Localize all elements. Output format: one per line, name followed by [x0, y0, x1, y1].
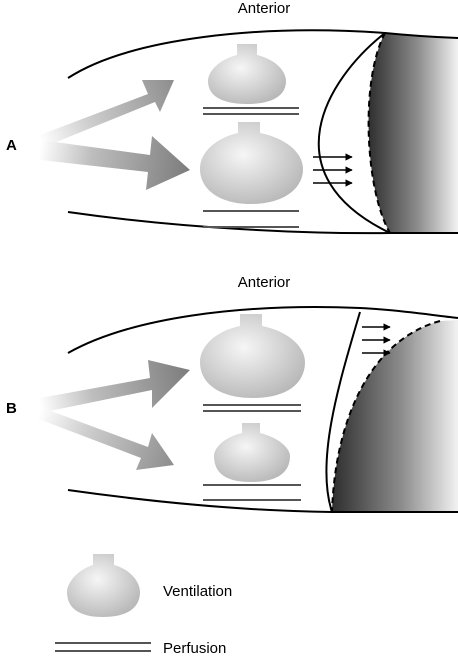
panel-b-small-alveolus-icon — [214, 423, 290, 482]
panel-a: Anterior A — [6, 0, 458, 235]
panel-a-perfusion-upper — [203, 107, 299, 115]
panel-b-title: Anterior — [238, 274, 291, 291]
panel-a-small-alveolus-icon — [208, 44, 286, 104]
panel-b-perfusion-lower — [203, 484, 301, 501]
panel-a-motion-arrows — [313, 153, 353, 187]
panel-b-diaphragm — [332, 320, 458, 512]
legend-ventilation-icon — [67, 554, 140, 617]
panel-a-lower-flow-arrow — [40, 136, 190, 190]
panel-a-upper-flow-arrow — [40, 80, 174, 147]
panel-b-lower-flow-arrow — [36, 407, 174, 470]
panel-b-diaphragm-solid-curve — [325, 311, 361, 513]
panel-b-chest-top-outline — [67, 306, 458, 354]
legend-ventilation-label: Ventilation — [163, 583, 232, 600]
panel-b-perfusion-upper — [203, 404, 301, 412]
panel-b-large-alveolus-icon — [200, 314, 305, 398]
panel-b: Anterior B — [6, 274, 458, 513]
legend-perfusion-icon — [55, 642, 151, 652]
panel-a-chest-bottom-outline — [67, 211, 458, 235]
panel-a-diaphragm-solid-curve — [317, 32, 391, 234]
panel-a-perfusion-lower — [203, 210, 299, 228]
panel-b-motion-arrows — [362, 323, 391, 357]
panel-b-diaphragm-dashed-edge — [331, 320, 441, 513]
panel-b-letter: B — [6, 400, 17, 417]
panel-a-chest-top-outline — [67, 29, 458, 79]
legend-perfusion-label: Perfusion — [163, 640, 226, 655]
panel-a-large-alveolus-icon — [200, 122, 303, 204]
legend: Ventilation Perfusion — [55, 554, 232, 657]
panel-a-diaphragm-dashed-edge — [367, 32, 391, 234]
panel-b-chest-bottom-outline — [67, 489, 458, 513]
panel-a-diaphragm — [368, 33, 458, 233]
panel-a-letter: A — [6, 137, 17, 154]
panel-a-title: Anterior — [238, 0, 291, 17]
panel-b-upper-flow-arrow — [40, 360, 190, 413]
